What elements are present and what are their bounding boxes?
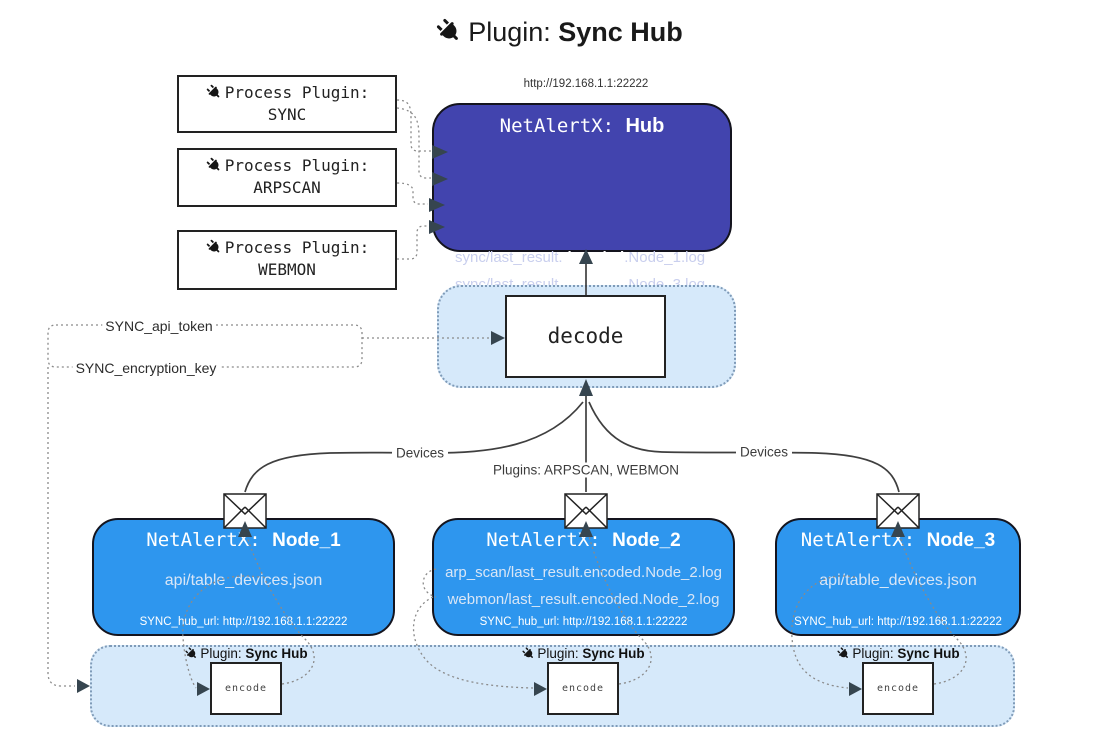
- decode-box: decode: [505, 295, 666, 378]
- node-file-line: api/table_devices.json: [164, 572, 323, 589]
- process-plugin-box-webmon: Process Plugin: WEBMON: [177, 230, 397, 290]
- node1-devices-curve: [244, 401, 584, 493]
- node-hub-url: SYNC_hub_url: http://192.168.1.1:22222: [794, 616, 1002, 628]
- hub-box: NetAlertX: Hub sync/last_result.decoded.…: [432, 103, 736, 341]
- node-file-line: arp_scan/last_result.encoded.Node_2.log: [445, 564, 722, 581]
- sync-plugin-wire-1: [396, 99, 431, 152]
- process-plugin-box-arpscan: Process Plugin: ARPSCAN: [177, 148, 397, 207]
- node-title: NetAlertX: Node_1: [146, 529, 341, 551]
- sync-encryption-key-label: SYNC_encryption_key: [72, 360, 220, 376]
- plug-icon: [434, 16, 464, 46]
- plugins-label-center: Plugins: ARPSCAN, WEBMON: [488, 462, 684, 478]
- page-title-name: Sync Hub: [558, 17, 683, 47]
- process-plugin-name: WEBMON: [258, 260, 316, 279]
- node-hub-url: SYNC_hub_url: http://192.168.1.1:22222: [139, 616, 348, 628]
- hub-log-line: sync/last_result.decoded.Node_1.log: [455, 249, 706, 266]
- node-title: NetAlertX: Node_3: [800, 529, 996, 551]
- node-file-line: api/table_devices.json: [819, 572, 977, 589]
- plug-icon: [205, 156, 223, 174]
- arrow-into-encode-panel: [77, 679, 90, 693]
- encode-box-2: encode: [547, 662, 619, 715]
- encode-box-3: encode: [862, 662, 934, 715]
- node-box-1: NetAlertX: Node_1 api/table_devices.json…: [92, 518, 395, 636]
- process-plugin-name: SYNC: [267, 105, 307, 124]
- webmon-plugin-wire: [397, 225, 428, 260]
- node-box-3: NetAlertX: Node_3 api/table_devices.json…: [775, 518, 1021, 636]
- process-plugin-box-sync: Process Plugin: SYNC: [177, 75, 397, 133]
- page-title: Plugin: Sync Hub: [0, 16, 1117, 48]
- plug-icon: [205, 83, 223, 101]
- devices-label-left: Devices: [391, 445, 449, 461]
- node-hub-url: SYNC_hub_url: http://192.168.1.1:22222: [479, 616, 688, 628]
- sync-plugin-wire-2: [396, 107, 431, 179]
- token-loop-wire: [47, 324, 363, 368]
- plug-icon: [205, 238, 223, 256]
- node-title: NetAlertX: Node_2: [486, 529, 681, 551]
- hub-title-prefix: NetAlertX:: [499, 115, 626, 137]
- hub-url-label: http://192.168.1.1:22222: [523, 78, 649, 90]
- node3-devices-curve: [588, 401, 900, 493]
- key-to-encode-panel-wire: [47, 367, 75, 687]
- encode-box-1: encode: [210, 662, 282, 715]
- process-plugin-name: ARPSCAN: [253, 178, 321, 197]
- sync-api-token-label: SYNC_api_token: [102, 318, 216, 334]
- page-title-prefix: Plugin:: [468, 17, 551, 47]
- devices-label-right: Devices: [735, 444, 793, 460]
- node-file-line: webmon/last_result.encoded.Node_2.log: [447, 591, 720, 608]
- node-box-2: NetAlertX: Node_2 arp_scan/last_result.e…: [432, 518, 735, 636]
- hub-title-name: Hub: [625, 115, 665, 137]
- arpscan-plugin-wire: [396, 182, 428, 205]
- hub-title: NetAlertX: Hub: [434, 115, 730, 138]
